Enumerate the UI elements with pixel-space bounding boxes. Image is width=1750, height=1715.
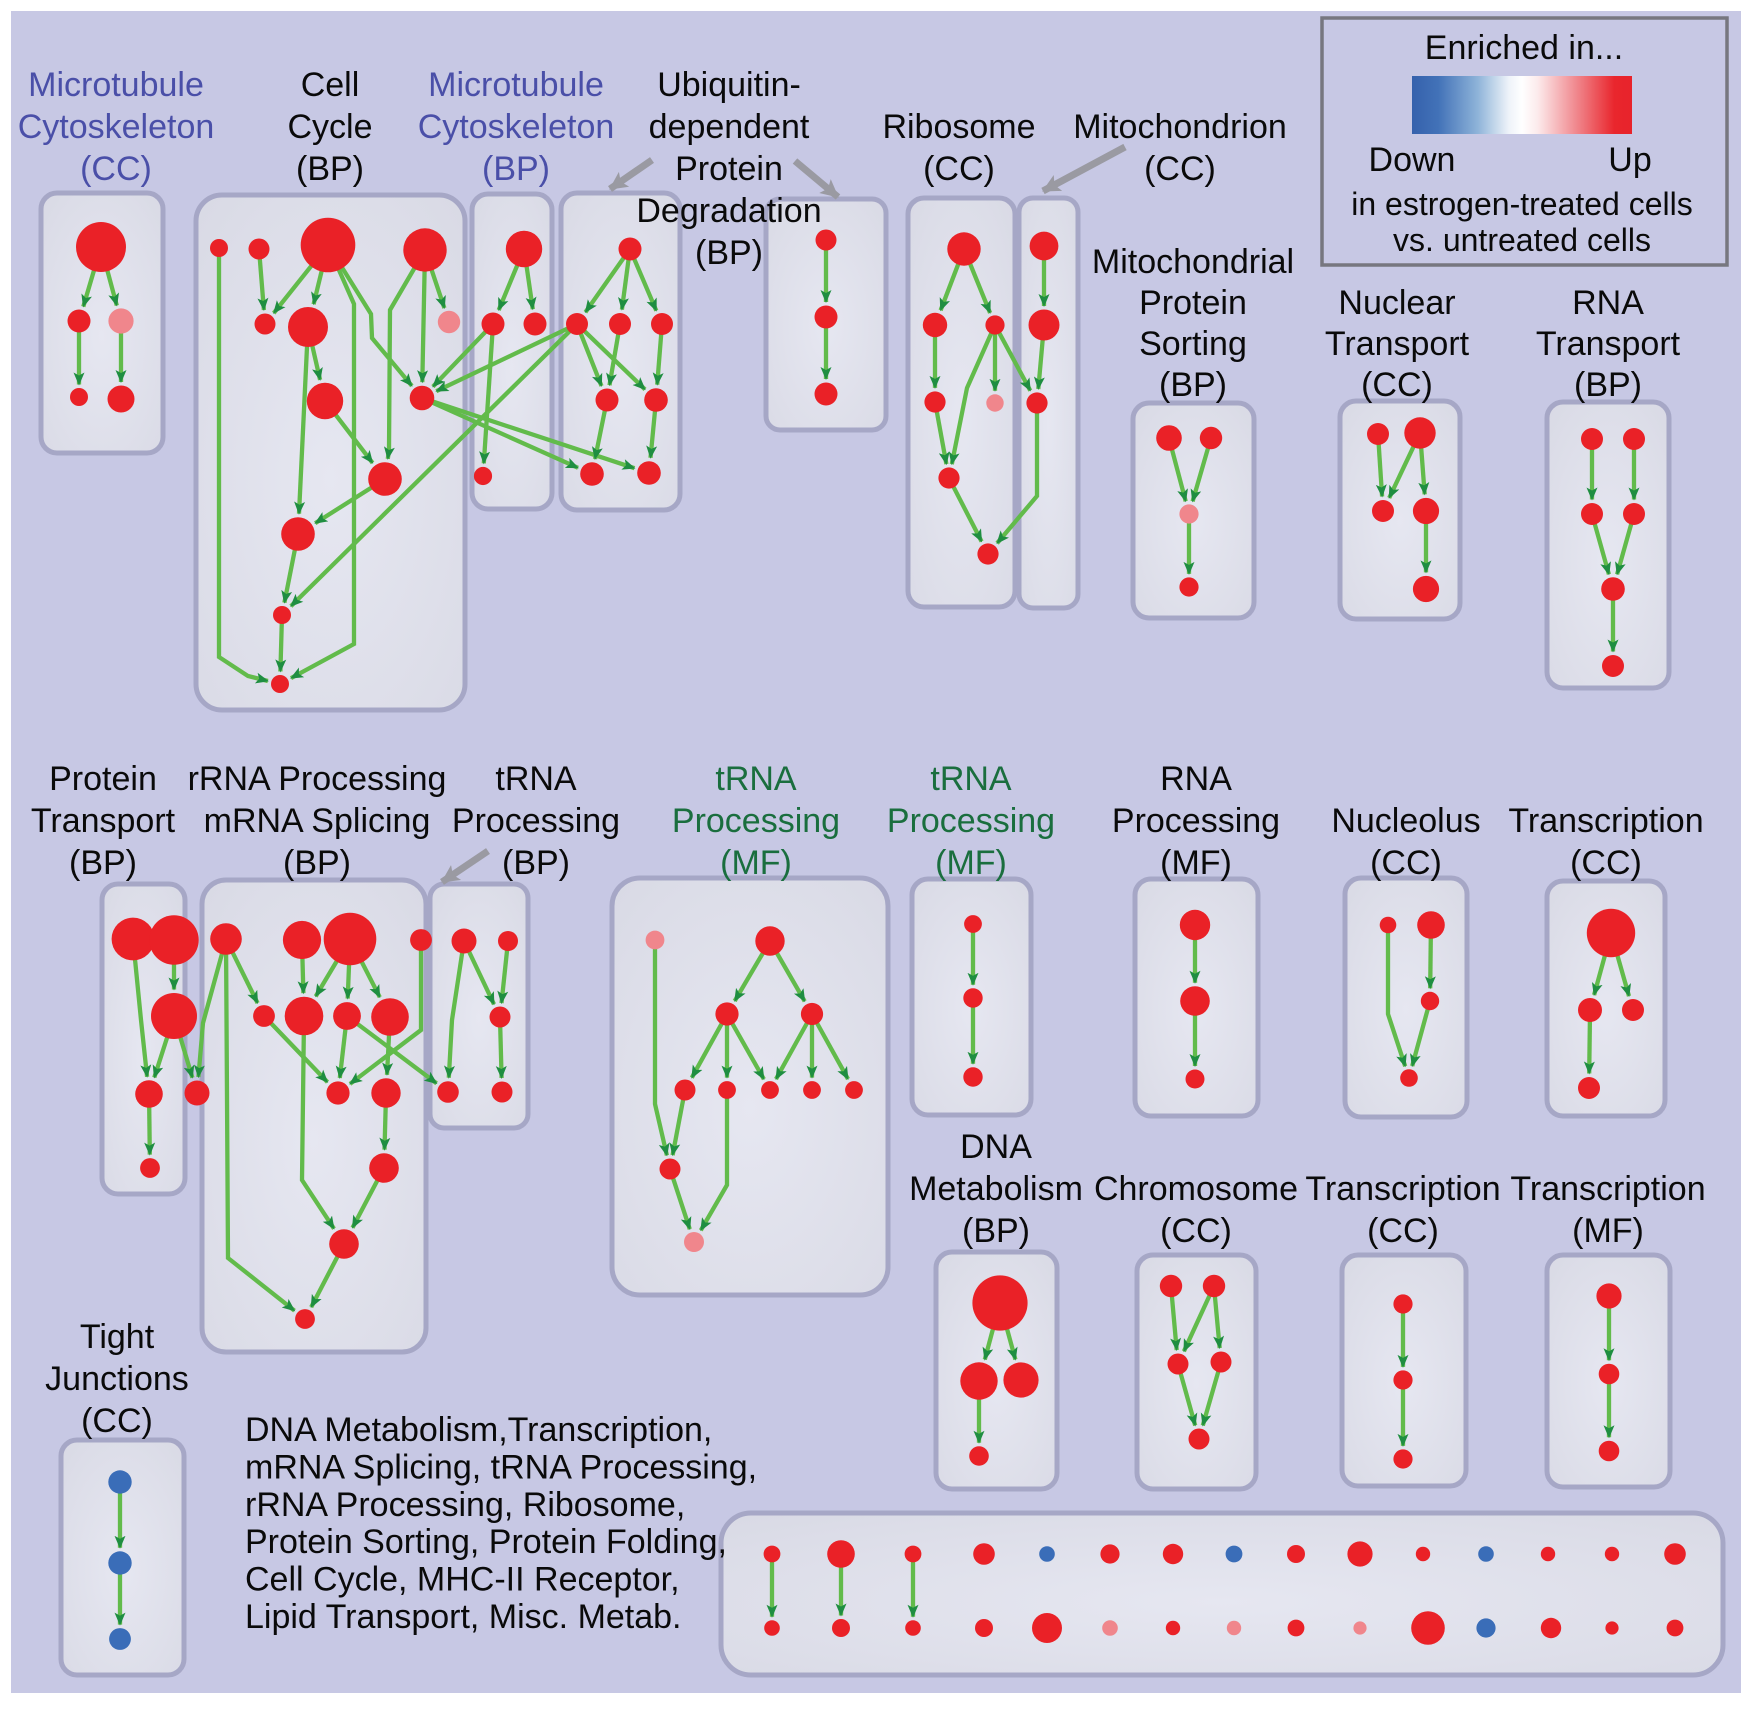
svg-text:Tight: Tight [80, 1318, 155, 1356]
svg-text:Processing: Processing [1112, 802, 1280, 840]
svg-text:mRNA Splicing, tRNA Processing: mRNA Splicing, tRNA Processing, [245, 1448, 757, 1486]
svg-text:RNA: RNA [1160, 760, 1232, 798]
svg-text:(BP): (BP) [296, 150, 364, 188]
svg-text:Transcription: Transcription [1508, 802, 1703, 840]
svg-text:Cytoskeleton: Cytoskeleton [418, 108, 615, 146]
svg-text:(BP): (BP) [502, 844, 570, 882]
svg-text:Nucleolus: Nucleolus [1331, 802, 1480, 840]
svg-text:(CC): (CC) [81, 1402, 153, 1440]
svg-text:DNA: DNA [960, 1128, 1032, 1166]
svg-text:Ubiquitin-: Ubiquitin- [657, 66, 801, 104]
svg-text:Processing: Processing [672, 802, 840, 840]
svg-text:Junctions: Junctions [45, 1360, 189, 1398]
svg-text:(CC): (CC) [923, 150, 995, 188]
svg-text:Enriched in...: Enriched in... [1425, 29, 1623, 67]
svg-text:Ribosome: Ribosome [882, 108, 1035, 146]
svg-text:Mitochondrion: Mitochondrion [1073, 108, 1287, 146]
svg-text:Protein: Protein [1139, 284, 1247, 322]
svg-text:Cell: Cell [301, 66, 360, 104]
svg-text:(BP): (BP) [283, 844, 351, 882]
svg-text:(MF): (MF) [1572, 1212, 1644, 1250]
svg-text:Microtubule: Microtubule [428, 66, 604, 104]
svg-text:rRNA Processing: rRNA Processing [188, 760, 447, 798]
svg-text:(BP): (BP) [962, 1212, 1030, 1250]
svg-text:Cycle: Cycle [287, 108, 372, 146]
svg-text:(CC): (CC) [1367, 1212, 1439, 1250]
svg-text:Sorting: Sorting [1139, 325, 1247, 363]
svg-text:(BP): (BP) [695, 234, 763, 272]
svg-text:Protein: Protein [675, 150, 783, 188]
svg-text:Processing: Processing [887, 802, 1055, 840]
svg-text:(CC): (CC) [1160, 1212, 1232, 1250]
svg-text:(BP): (BP) [69, 844, 137, 882]
svg-text:Metabolism: Metabolism [909, 1170, 1083, 1208]
svg-text:Processing: Processing [452, 802, 620, 840]
svg-text:Cytoskeleton: Cytoskeleton [18, 108, 215, 146]
svg-text:Microtubule: Microtubule [28, 66, 204, 104]
svg-text:mRNA Splicing: mRNA Splicing [204, 802, 431, 840]
svg-text:Transport: Transport [1325, 325, 1470, 363]
svg-text:tRNA: tRNA [930, 760, 1012, 798]
svg-text:(CC): (CC) [1361, 366, 1433, 404]
svg-text:Transcription: Transcription [1305, 1170, 1500, 1208]
svg-text:DNA Metabolism,Transcription,: DNA Metabolism,Transcription, [245, 1411, 712, 1449]
svg-text:(MF): (MF) [720, 844, 792, 882]
svg-text:Mitochondrial: Mitochondrial [1092, 243, 1294, 281]
svg-text:Chromosome: Chromosome [1094, 1170, 1298, 1208]
svg-text:Lipid Transport, Misc. Metab.: Lipid Transport, Misc. Metab. [245, 1598, 682, 1636]
svg-text:Up: Up [1608, 141, 1651, 179]
svg-text:Protein: Protein [49, 760, 157, 798]
svg-text:Degradation: Degradation [636, 192, 821, 230]
svg-text:(CC): (CC) [1144, 150, 1216, 188]
svg-text:(BP): (BP) [1159, 366, 1227, 404]
svg-text:Transport: Transport [1536, 325, 1681, 363]
svg-text:(CC): (CC) [80, 150, 152, 188]
svg-text:(BP): (BP) [482, 150, 550, 188]
svg-text:RNA: RNA [1572, 284, 1644, 322]
svg-text:(CC): (CC) [1570, 844, 1642, 882]
svg-text:Transport: Transport [31, 802, 176, 840]
svg-text:Transcription: Transcription [1510, 1170, 1705, 1208]
svg-text:(MF): (MF) [935, 844, 1007, 882]
svg-text:(CC): (CC) [1370, 844, 1442, 882]
svg-text:Cell Cycle, MHC-II Receptor,: Cell Cycle, MHC-II Receptor, [245, 1561, 680, 1599]
svg-text:(MF): (MF) [1160, 844, 1232, 882]
svg-text:Down: Down [1369, 141, 1456, 179]
svg-text:tRNA: tRNA [495, 760, 577, 798]
svg-text:(BP): (BP) [1574, 366, 1642, 404]
svg-text:rRNA Processing, Ribosome,: rRNA Processing, Ribosome, [245, 1486, 685, 1524]
svg-text:in estrogen-treated cells: in estrogen-treated cells [1351, 186, 1693, 222]
svg-text:Protein Sorting, Protein Foldi: Protein Sorting, Protein Folding, [245, 1523, 727, 1561]
svg-text:Nuclear: Nuclear [1338, 284, 1455, 322]
svg-text:dependent: dependent [649, 108, 810, 146]
svg-text:vs. untreated cells: vs. untreated cells [1393, 222, 1651, 258]
svg-text:tRNA: tRNA [715, 760, 797, 798]
